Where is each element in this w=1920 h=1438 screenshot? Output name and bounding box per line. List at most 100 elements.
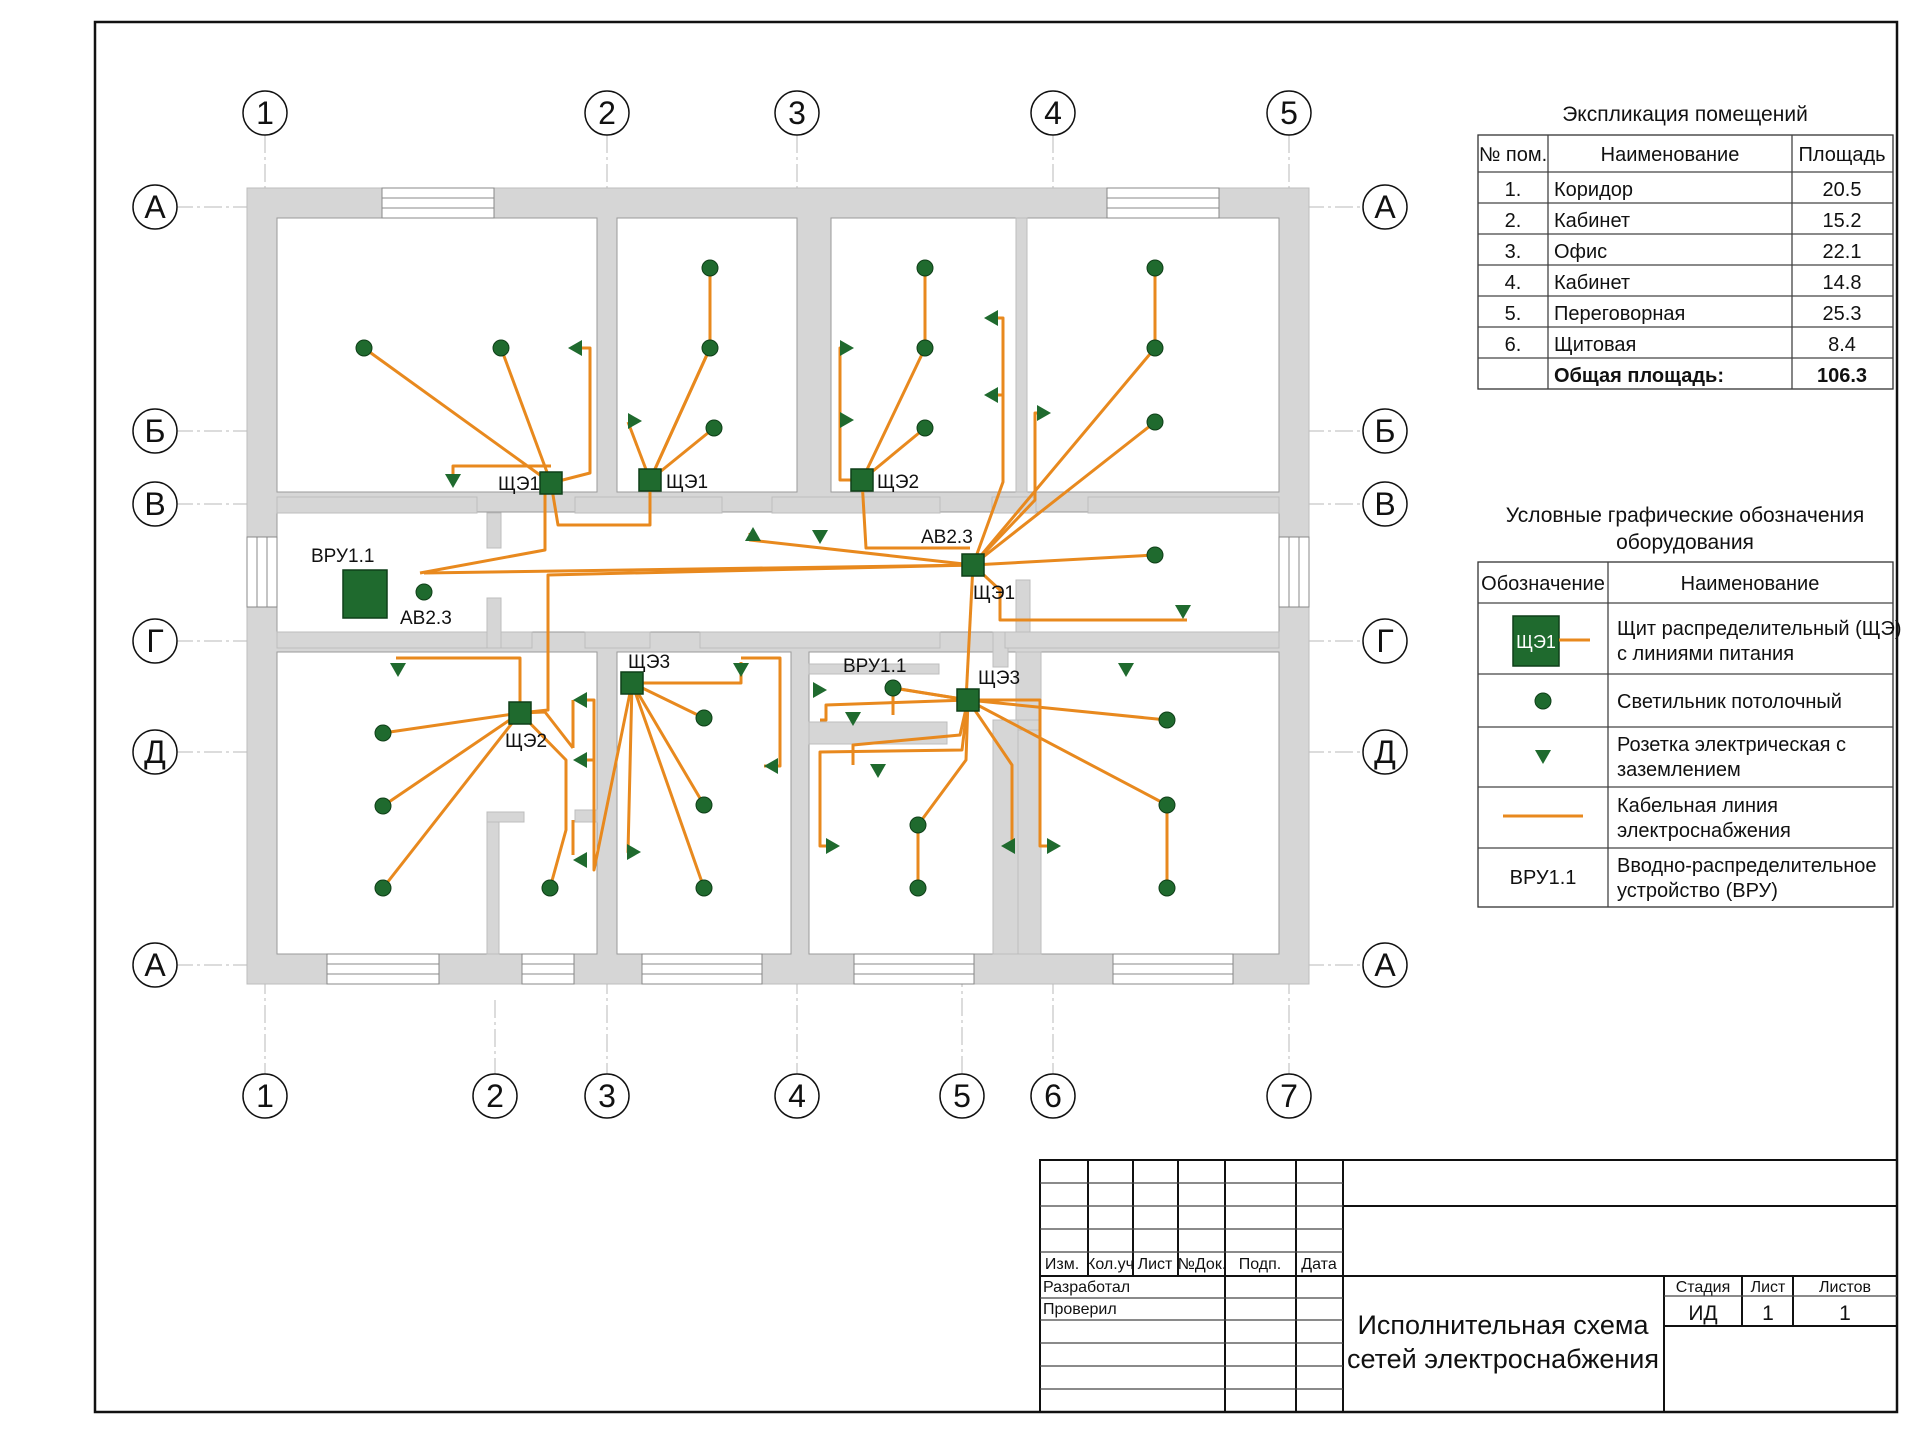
distribution-panels bbox=[342, 468, 985, 725]
ceiling-light bbox=[1146, 546, 1164, 564]
ceiling-light bbox=[909, 879, 927, 897]
svg-text:5: 5 bbox=[953, 1078, 971, 1114]
table-row-area: 14.8 bbox=[1823, 272, 1862, 294]
row-marker-right-a-top: А bbox=[1362, 184, 1408, 230]
row-marker-left-a-bottom: А bbox=[132, 942, 178, 988]
label-shche3-a: ЩЭ3 bbox=[628, 652, 670, 673]
socket-icon bbox=[764, 758, 778, 774]
table-row-name: Офис bbox=[1554, 241, 1607, 263]
legend-item-line1: Вводно-распределительное bbox=[1617, 855, 1877, 877]
ceiling-light bbox=[374, 879, 392, 897]
stamp-sheet-header: Лист bbox=[1751, 1279, 1786, 1296]
table-row-num: 2. bbox=[1505, 210, 1522, 232]
ceiling-light bbox=[541, 879, 559, 897]
ceiling-light bbox=[355, 339, 373, 357]
ceiling-light bbox=[916, 339, 934, 357]
axis-marker-bottom-1: 1 bbox=[242, 1073, 288, 1119]
svg-text:1: 1 bbox=[256, 95, 274, 131]
row-marker-left-d: Д bbox=[132, 729, 178, 775]
ceiling-light bbox=[492, 339, 510, 357]
explication-header-area: Площадь bbox=[1798, 144, 1885, 166]
explication-header-num: № пом. bbox=[1479, 144, 1547, 166]
legend-title-line1: Условные графические обозначения bbox=[1506, 504, 1864, 527]
explication-total-label: Общая площадь: bbox=[1554, 365, 1724, 387]
svg-text:А: А bbox=[144, 947, 166, 983]
legend-item-line2: устройство (ВРУ) bbox=[1617, 880, 1778, 902]
svg-text:А: А bbox=[1374, 189, 1396, 225]
plan-labels: ЩЭ1 ЩЭ1 ЩЭ2 АВ2.3 ЩЭ1 ВРУ1.1 АВ2.3 ЩЭ3 Щ… bbox=[311, 472, 1020, 752]
ceiling-light bbox=[909, 816, 927, 834]
axis-marker-top-3: 3 bbox=[774, 90, 820, 136]
legend-item-line2: с линиями питания bbox=[1617, 643, 1794, 665]
label-av23-a: АВ2.3 bbox=[921, 527, 973, 548]
ceiling-light bbox=[1158, 711, 1176, 729]
stamp-role-checker: Проверил bbox=[1043, 1301, 1117, 1318]
axis-marker-bottom-4: 4 bbox=[774, 1073, 820, 1119]
row-marker-left-v: В bbox=[132, 481, 178, 527]
table-row-num: 4. bbox=[1505, 272, 1522, 294]
table-row-num: 5. bbox=[1505, 303, 1522, 325]
table-row-area: 22.1 bbox=[1823, 241, 1862, 263]
panel-shche1-room2 bbox=[638, 468, 662, 492]
table-row-name: Переговорная bbox=[1554, 303, 1685, 325]
stamp-sheets-header: Листов bbox=[1819, 1279, 1871, 1296]
ceiling-light bbox=[701, 259, 719, 277]
stamp-col-date: Дата bbox=[1301, 1256, 1337, 1273]
room-bottom-left bbox=[276, 651, 598, 955]
label-vru11-a: ВРУ1.1 bbox=[311, 546, 374, 567]
legend-item-line1: Светильник потолочный bbox=[1617, 691, 1842, 713]
svg-text:В: В bbox=[144, 486, 165, 522]
legend-item-line2: заземлением bbox=[1617, 759, 1741, 781]
socket-icon bbox=[445, 474, 461, 488]
axis-marker-top-5: 5 bbox=[1266, 90, 1312, 136]
socket-icon bbox=[1037, 405, 1051, 421]
stamp-col-sheet: Лист bbox=[1138, 1256, 1173, 1273]
axis-marker-bottom-5: 5 bbox=[939, 1073, 985, 1119]
panel-shche3-room4 bbox=[956, 688, 980, 712]
svg-text:В: В bbox=[1374, 486, 1395, 522]
panel-shche3-room2 bbox=[620, 671, 644, 695]
legend-socket-icon bbox=[1535, 750, 1551, 764]
svg-text:7: 7 bbox=[1280, 1078, 1298, 1114]
table-row-area: 20.5 bbox=[1823, 179, 1862, 201]
ceiling-lights bbox=[355, 259, 1176, 897]
legend-header-name: Наименование bbox=[1681, 573, 1820, 595]
socket-icon bbox=[840, 412, 854, 428]
stamp-role-developer: Разработал bbox=[1043, 1279, 1130, 1296]
legend-title-line2: оборудования bbox=[1616, 531, 1754, 554]
stamp-col-count: Кол.уч bbox=[1086, 1256, 1134, 1273]
socket-icon bbox=[733, 663, 749, 677]
stamp-col-doc: №Док. bbox=[1178, 1256, 1227, 1273]
socket-icon bbox=[1047, 838, 1061, 854]
socket-icon bbox=[984, 310, 998, 326]
svg-text:Г: Г bbox=[1376, 623, 1393, 659]
bottom-axis-markers: 1 2 3 4 5 6 7 bbox=[242, 1073, 1312, 1119]
svg-text:2: 2 bbox=[486, 1078, 504, 1114]
explication-table: Экспликация помещений № пом. Наименовани… bbox=[1477, 103, 1894, 390]
socket-icon bbox=[390, 663, 406, 677]
explication-header-name: Наименование bbox=[1601, 144, 1740, 166]
socket-icon bbox=[840, 340, 854, 356]
axis-marker-top-4: 4 bbox=[1030, 90, 1076, 136]
panel-shche2-room3 bbox=[850, 468, 874, 492]
axis-marker-top-2: 2 bbox=[584, 90, 630, 136]
stamp-stage-header: Стадия bbox=[1676, 1279, 1731, 1296]
ceiling-light bbox=[695, 879, 713, 897]
ceiling-light bbox=[415, 583, 433, 601]
legend-item-line1: Кабельная линия bbox=[1617, 795, 1778, 817]
row-marker-right-d: Д bbox=[1362, 729, 1408, 775]
table-row-num: 1. bbox=[1505, 179, 1522, 201]
label-shche1-b: ЩЭ1 bbox=[666, 472, 708, 493]
label-shche3-b: ЩЭ3 bbox=[978, 668, 1020, 689]
legend-item-line2: электроснабжения bbox=[1617, 820, 1791, 842]
panel-shche1-corridor bbox=[961, 553, 985, 577]
label-vru11-b: ВРУ1.1 bbox=[843, 656, 906, 677]
row-marker-right-a-bottom: А bbox=[1362, 942, 1408, 988]
table-row-area: 8.4 bbox=[1828, 334, 1856, 356]
ceiling-light bbox=[374, 724, 392, 742]
legend-table: Условные графические обозначения оборудо… bbox=[1477, 504, 1902, 908]
legend-light-icon bbox=[1534, 692, 1552, 710]
axis-marker-bottom-6: 6 bbox=[1030, 1073, 1076, 1119]
svg-text:3: 3 bbox=[598, 1078, 616, 1114]
